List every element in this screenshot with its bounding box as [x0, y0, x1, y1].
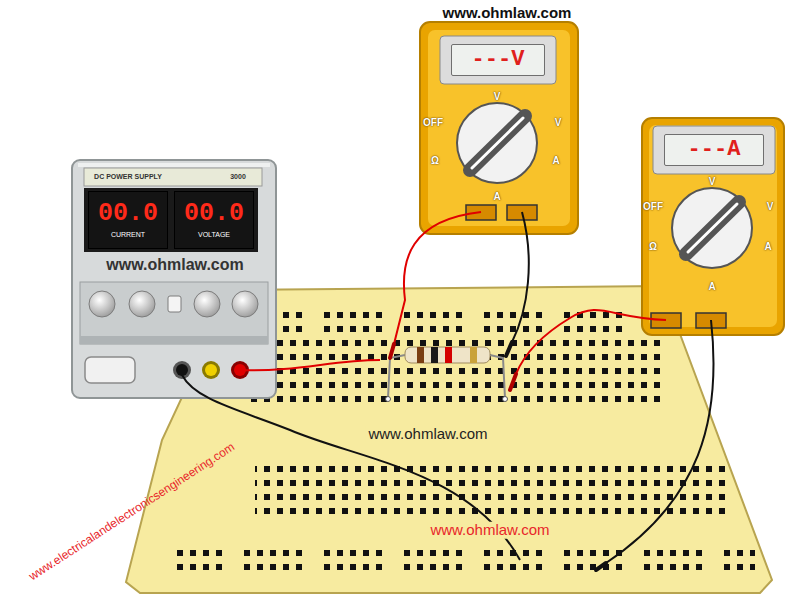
switch: [168, 296, 181, 312]
power-supply-body: [72, 160, 276, 398]
resistor-symbol: [405, 347, 490, 363]
ammeter-face: [649, 125, 777, 327]
display-caption: CURRENT: [111, 231, 145, 238]
selector-knob: [470, 116, 525, 170]
model-number: 3000: [230, 173, 246, 181]
probe-tip: [506, 342, 512, 356]
selector-dial: [672, 188, 752, 268]
resistor-lead: [388, 355, 405, 398]
dial-label: OFF: [643, 201, 663, 212]
display-panel: [84, 188, 258, 252]
supply-display: 00.0VOLTAGE: [174, 191, 254, 249]
control-panel: [80, 282, 268, 344]
voltmeter-body: [420, 22, 578, 234]
knob: [232, 291, 258, 317]
breadboard-holes: [250, 340, 660, 410]
black-probe-lead: [512, 212, 529, 342]
black-probe-lead: [606, 320, 714, 563]
red-wire: [240, 360, 380, 370]
lead-end: [386, 397, 391, 402]
dial-label: V: [494, 91, 501, 102]
dial-label: A: [493, 191, 500, 202]
power-button: [85, 357, 135, 383]
terminal-ring: [202, 361, 220, 379]
panel-strip: [80, 336, 268, 344]
dial-label: A: [764, 241, 771, 252]
voltmeter-face: [428, 30, 570, 226]
breadboard-rail-holes: [262, 308, 662, 336]
input-socket: [651, 313, 681, 328]
knob: [194, 291, 220, 317]
ammeter-body: [642, 118, 784, 335]
supply-display: 00.0CURRENT: [88, 191, 168, 249]
meter-display: ---A: [664, 134, 764, 166]
selector-knob-stripe: [688, 204, 737, 252]
lead-end: [503, 397, 508, 402]
selector-knob: [686, 202, 739, 254]
resistor-lead: [490, 355, 505, 398]
color-band: [431, 347, 438, 363]
breadboard-holes: [255, 460, 725, 516]
selector-dial: [457, 103, 537, 183]
probe-tip: [596, 563, 606, 570]
black-terminal: [176, 364, 188, 376]
yellow-terminal: [205, 364, 217, 376]
display-reading: ---A: [688, 138, 741, 161]
knob: [129, 291, 155, 317]
dial-label: Ω: [431, 155, 439, 166]
probe-tip: [510, 374, 516, 390]
site-url: www.ohmlaw.com: [443, 5, 572, 22]
probe-tip: [390, 344, 394, 358]
dial-label: V: [555, 117, 562, 128]
breadboard-rail-holes: [175, 548, 755, 576]
display-reading: ---V: [472, 48, 525, 71]
display-caption: VOLTAGE: [198, 231, 230, 238]
dial-label: Ω: [649, 241, 657, 252]
meter-display: ---V: [451, 44, 545, 76]
label-strip: [84, 168, 262, 186]
display-frame: [440, 36, 556, 84]
power-supply-top-edge: [78, 163, 270, 167]
dial-label: V: [767, 201, 774, 212]
dial-label: A: [552, 155, 559, 166]
red-probe-lead: [394, 212, 481, 344]
color-band: [445, 347, 452, 363]
site-url: www.ohmlaw.com: [106, 256, 244, 274]
panel-label: DC POWER SUPPLY: [94, 173, 162, 181]
dial-label: OFF: [423, 117, 443, 128]
display-reading: 00.0: [184, 201, 244, 227]
red-probe-lead: [516, 310, 666, 374]
selector-knob-stripe: [472, 118, 523, 168]
dial-label: V: [709, 176, 716, 187]
knob: [89, 291, 115, 317]
display-reading: 00.0: [98, 201, 158, 227]
dial-label: A: [708, 281, 715, 292]
site-url: www.ohmlaw.com: [365, 426, 490, 443]
color-band: [417, 347, 424, 363]
site-url: www.ohmlaw.com: [427, 522, 552, 539]
display-frame: [653, 126, 775, 174]
color-band: [470, 347, 477, 363]
